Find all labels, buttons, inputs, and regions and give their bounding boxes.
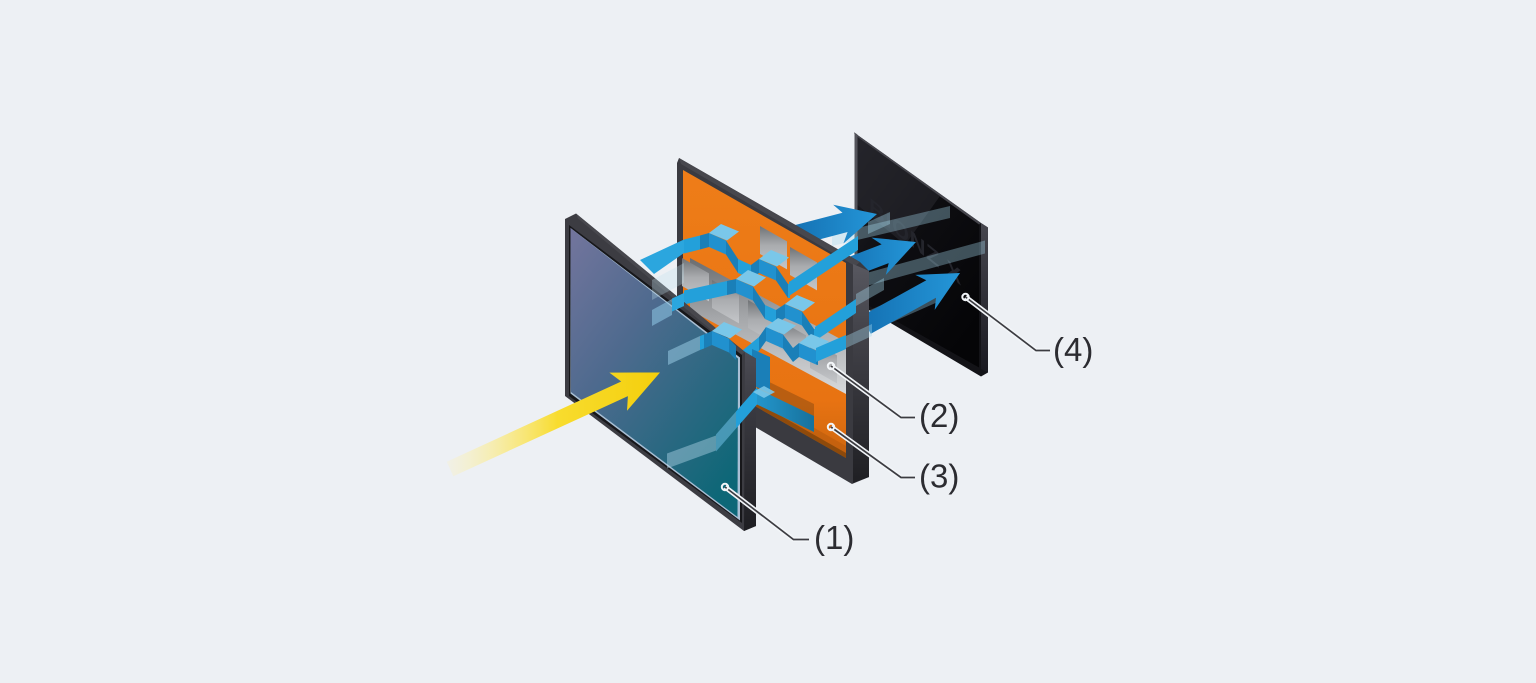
svg-text:(2): (2) xyxy=(919,397,959,434)
svg-text:(4): (4) xyxy=(1053,331,1093,368)
svg-text:(1): (1) xyxy=(814,519,854,556)
svg-text:(3): (3) xyxy=(919,458,959,495)
